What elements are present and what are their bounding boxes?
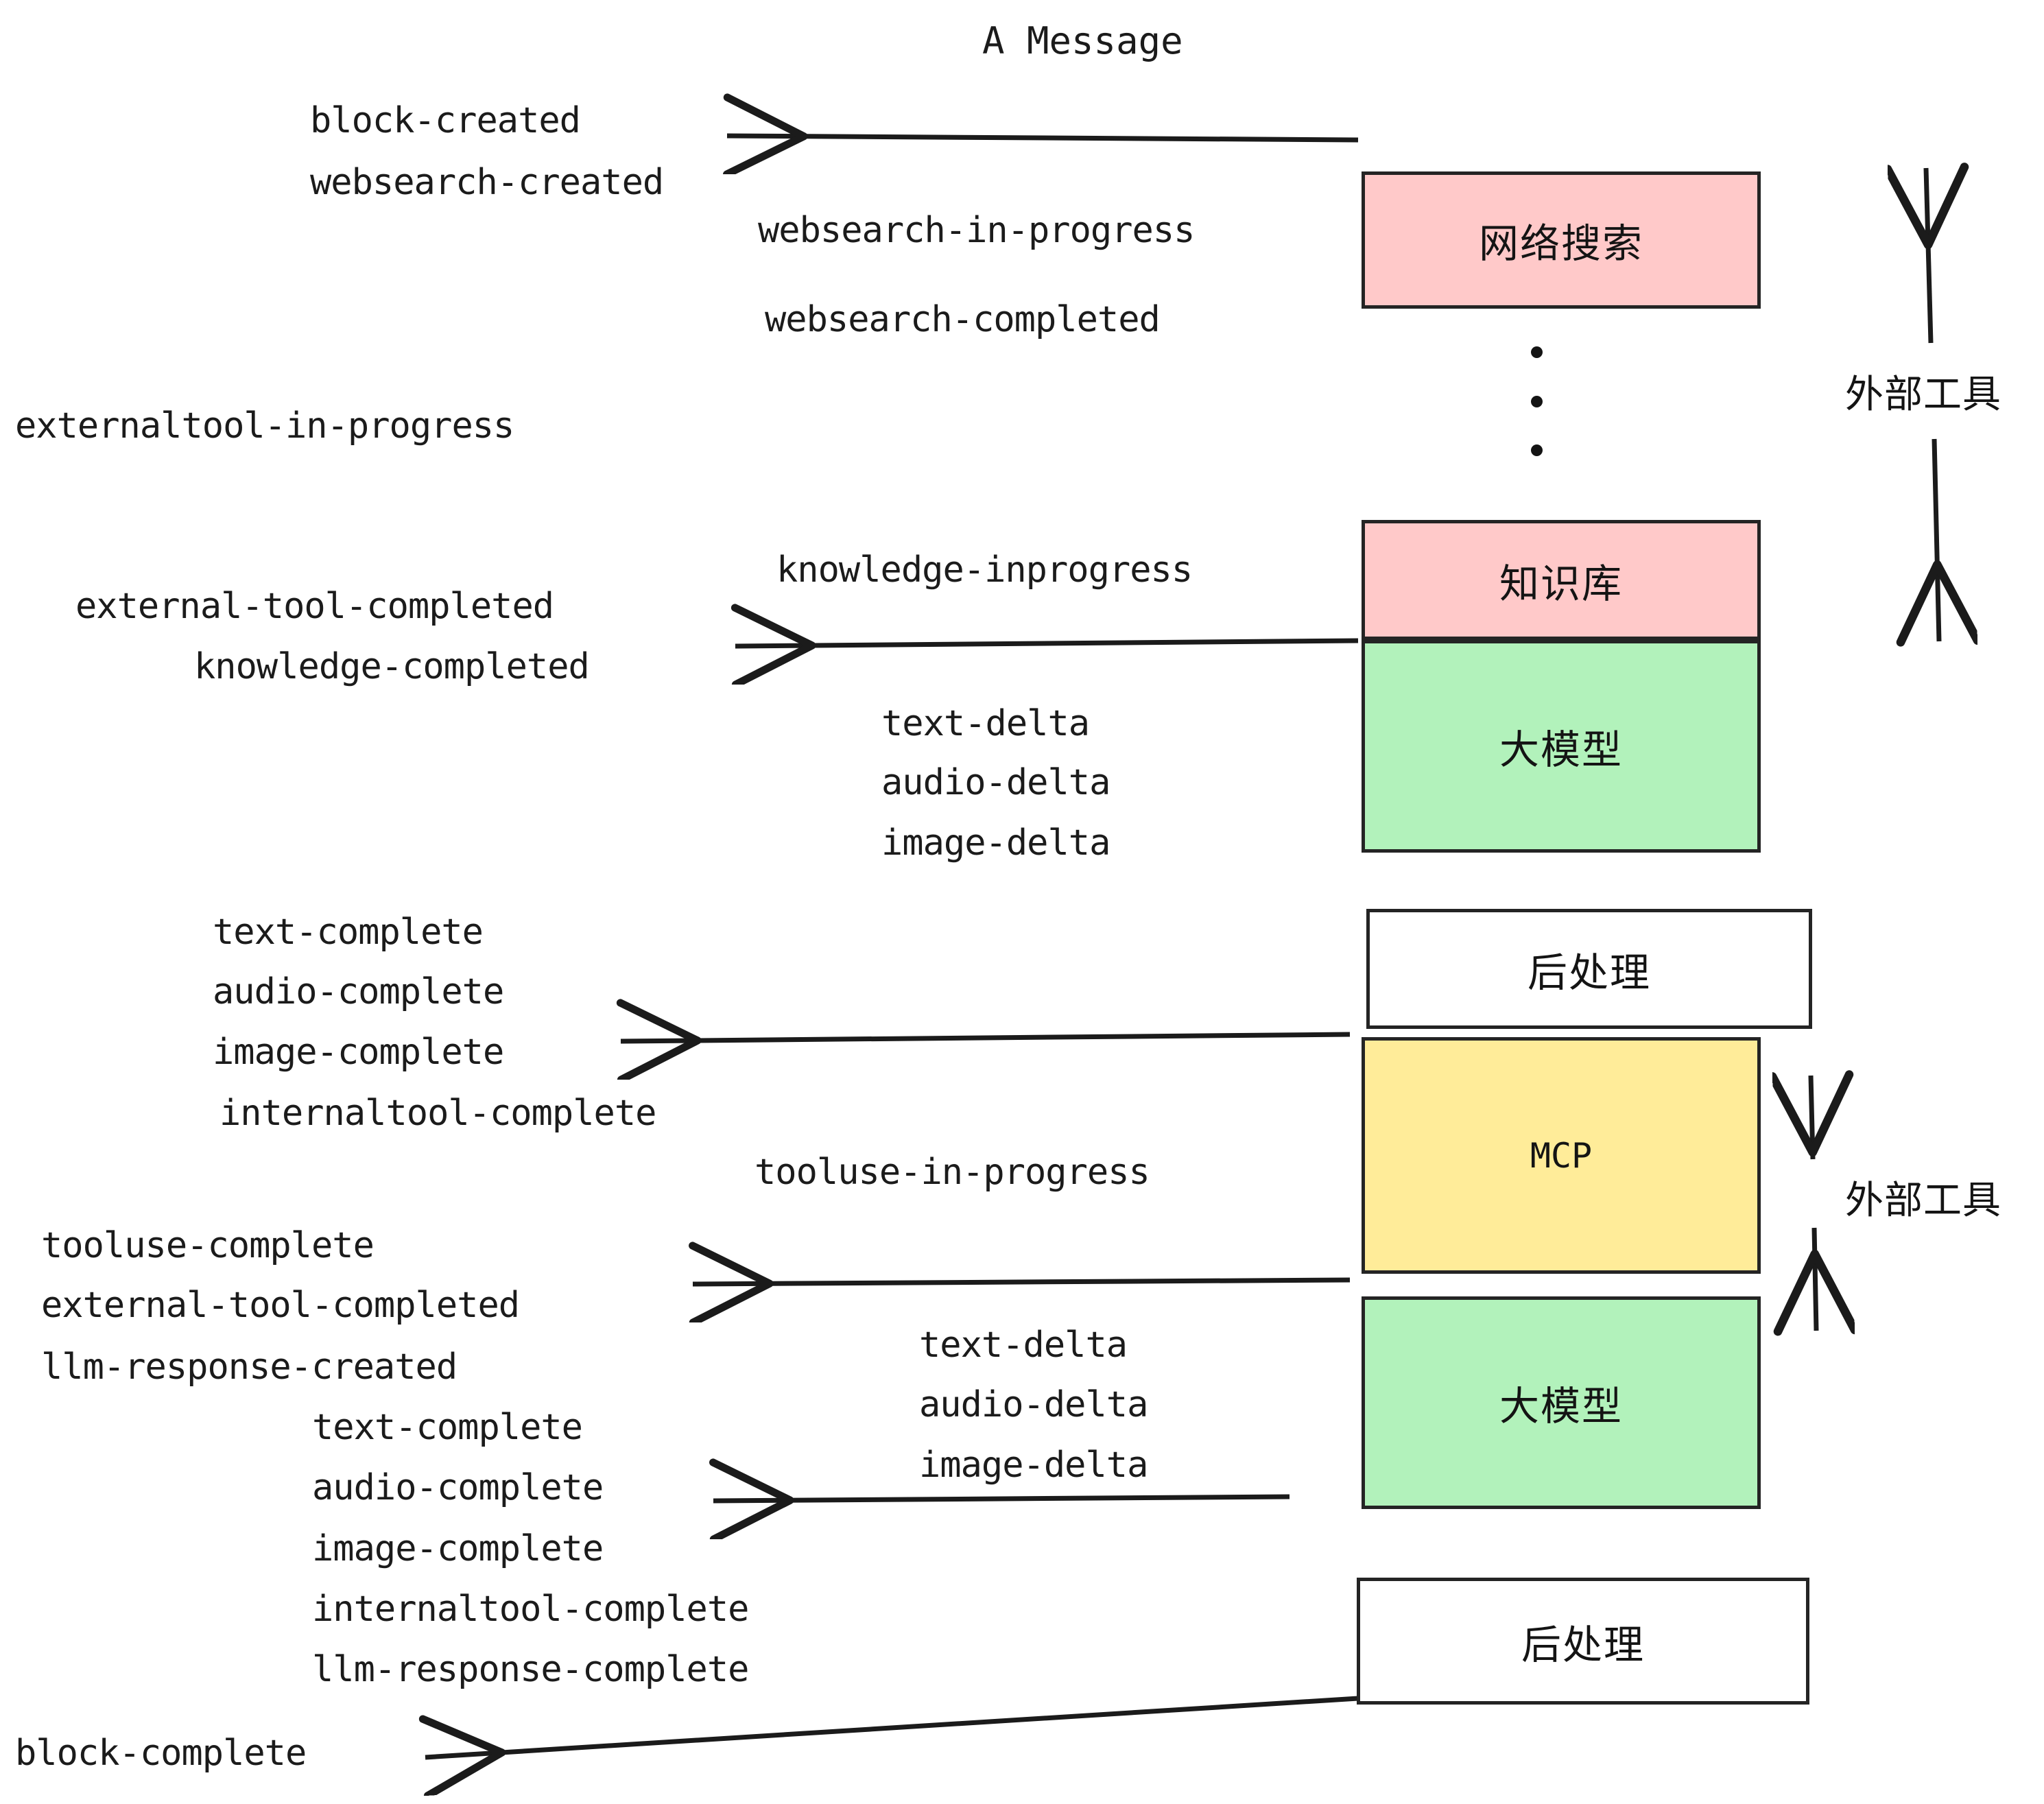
external-tools-span-2 — [1811, 1076, 1816, 1331]
box-label: 知识库 — [1499, 560, 1623, 607]
event-internaltool-complete-2: internaltool-complete — [312, 1589, 749, 1630]
event-block-created: block-created — [310, 100, 581, 141]
event-image-complete-2: image-complete — [312, 1528, 604, 1569]
side-label-external-tools-2: 外部工具 — [1845, 1178, 2001, 1223]
arrow-image-complete — [621, 1034, 1351, 1041]
event-external-tool-completed-2: external-tool-completed — [41, 1285, 520, 1326]
box-llm-1: 大模型 — [1362, 640, 1761, 853]
dot — [1530, 346, 1543, 358]
event-audio-delta-1: audio-delta — [881, 762, 1110, 803]
event-external-tool-completed-1: external-tool-completed — [75, 586, 554, 627]
box-knowledge: 知识库 — [1362, 520, 1761, 640]
event-image-complete-1: image-complete — [213, 1032, 504, 1073]
diagram-title: A Message — [982, 19, 1183, 62]
box-websearch: 网络搜索 — [1362, 171, 1761, 309]
event-websearch-created: websearch-created — [310, 162, 664, 203]
event-llm-response-created: llm-response-created — [41, 1346, 457, 1388]
box-label: 后处理 — [1521, 1621, 1645, 1668]
event-knowledge-completed: knowledge-completed — [194, 646, 590, 687]
event-websearch-in-progress: websearch-in-progress — [758, 210, 1195, 251]
event-text-complete-1: text-complete — [213, 912, 484, 953]
arrow-knowledge-completed — [735, 641, 1359, 646]
event-text-delta-1: text-delta — [881, 703, 1090, 744]
arrow-block-created — [727, 136, 1359, 140]
event-text-delta-2: text-delta — [919, 1325, 1128, 1366]
event-image-delta-1: image-delta — [881, 822, 1110, 864]
vertical-ellipsis — [1530, 346, 1543, 456]
arrow-block-complete — [425, 1696, 1359, 1757]
arrow-audio-complete — [713, 1497, 1290, 1501]
event-block-complete: block-complete — [15, 1733, 307, 1774]
side-label-external-tools-1: 外部工具 — [1845, 372, 2001, 417]
box-label: 大模型 — [1499, 726, 1623, 773]
event-audio-complete-2: audio-complete — [312, 1467, 604, 1508]
event-websearch-completed: websearch-completed — [765, 299, 1161, 340]
dot — [1530, 395, 1543, 407]
event-tooluse-complete: tooluse-complete — [41, 1225, 375, 1266]
box-label: 后处理 — [1527, 949, 1651, 996]
dot — [1530, 444, 1543, 456]
event-tooluse-in-progress: tooluse-in-progress — [754, 1152, 1150, 1193]
box-mcp: MCP — [1362, 1037, 1761, 1274]
event-internaltool-complete-1: internaltool-complete — [219, 1093, 656, 1134]
box-postprocess-1: 后处理 — [1366, 909, 1812, 1029]
box-label: MCP — [1530, 1135, 1593, 1176]
box-label: 大模型 — [1499, 1383, 1623, 1429]
event-knowledge-inprogress: knowledge-inprogress — [776, 549, 1193, 591]
event-llm-response-complete: llm-response-complete — [312, 1649, 749, 1690]
event-image-delta-2: image-delta — [919, 1445, 1148, 1486]
box-llm-2: 大模型 — [1362, 1296, 1761, 1509]
event-text-complete-2: text-complete — [312, 1407, 583, 1448]
arrow-external-tool-completed — [693, 1280, 1351, 1284]
box-postprocess-2: 后处理 — [1357, 1578, 1809, 1705]
box-label: 网络搜索 — [1478, 220, 1643, 267]
event-audio-complete-1: audio-complete — [213, 971, 504, 1012]
event-externaltool-in-progress: externaltool-in-progress — [15, 405, 514, 447]
event-audio-delta-2: audio-delta — [919, 1384, 1148, 1425]
